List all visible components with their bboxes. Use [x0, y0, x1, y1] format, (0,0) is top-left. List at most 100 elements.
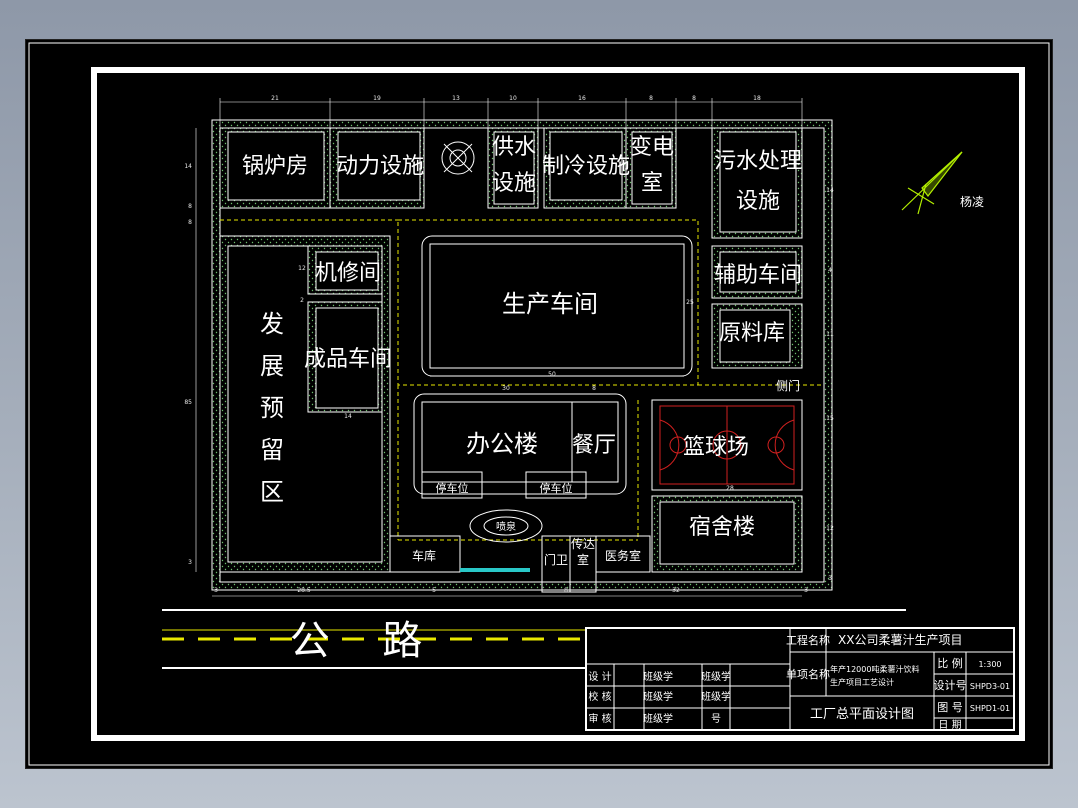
svg-text:11: 11: [826, 331, 834, 338]
north-arrow-icon: [901, 151, 963, 215]
row-3-id: 号: [711, 713, 721, 725]
svg-text:14: 14: [826, 187, 834, 194]
project-name-label: 工程名称: [786, 633, 830, 647]
row-1-role: 设 计: [588, 670, 611, 683]
row-3-name: 班级学: [643, 712, 673, 725]
svg-text:3: 3: [214, 587, 218, 594]
row-3-role: 审 核: [588, 712, 611, 725]
label-auxiliary-workshop: 辅助车间: [714, 263, 802, 288]
building-labels: 锅炉房 动力设施 供水 设施 制冷设施 变电 室 污水处理 设施 机修间 生产车…: [242, 135, 984, 664]
label-side-gate: 侧门: [776, 378, 800, 393]
item-name-label: 单项名称: [786, 667, 830, 681]
svg-text:8: 8: [649, 95, 653, 102]
dormitory-block: [651, 495, 803, 573]
svg-text:8: 8: [592, 385, 596, 392]
basketball-court-block: [651, 399, 803, 491]
svg-text:3: 3: [828, 575, 832, 582]
label-repair-shop: 机修间: [315, 261, 381, 286]
internal-roads: [220, 219, 824, 541]
label-dormitory: 宿舍楼: [689, 515, 755, 540]
site-plan-drawing: 锅炉房 动力设施 供水 设施 制冷设施 变电 室 污水处理 设施 机修间 生产车…: [28, 42, 1050, 766]
label-finished-goods: 成品车间: [304, 347, 392, 372]
label-canteen: 餐厅: [572, 433, 616, 458]
svg-text:8: 8: [188, 203, 192, 210]
label-clinic: 医务室: [605, 548, 641, 563]
label-water-supply-2: 设施: [492, 171, 536, 196]
svg-text:10: 10: [509, 95, 517, 102]
design-no-label: 设计号: [934, 679, 967, 692]
svg-text:21: 21: [271, 95, 279, 102]
svg-text:8: 8: [564, 587, 568, 594]
label-reserve-2: 展: [260, 352, 284, 380]
label-guard: 门卫: [544, 552, 568, 567]
svg-text:4: 4: [828, 267, 832, 274]
label-reception-2: 室: [577, 552, 589, 567]
svg-text:5: 5: [432, 587, 436, 594]
label-refrigeration: 制冷设施: [542, 154, 630, 179]
svg-text:15: 15: [826, 415, 834, 422]
label-road: 公 路: [290, 618, 443, 664]
label-basketball: 篮球场: [683, 435, 749, 460]
svg-text:16: 16: [578, 95, 586, 102]
left-column-buildings: [219, 235, 391, 573]
svg-text:3: 3: [188, 559, 192, 566]
parking-areas: [421, 471, 587, 499]
svg-text:14: 14: [344, 413, 352, 420]
title-block-text: 工程名称 XX公司柔薯汁生产项目 单项名称 年产12000吨柔薯汁饮料 生产项目…: [588, 633, 1010, 731]
outer-frame: [28, 42, 1050, 766]
top-row-buildings: [219, 127, 803, 239]
dimension-lines: [195, 98, 803, 597]
svg-text:19: 19: [373, 95, 381, 102]
public-road: [162, 609, 906, 669]
row-2-id: 班级学: [701, 690, 731, 703]
label-parking-2: 停车位: [540, 481, 573, 495]
label-garage: 车库: [412, 548, 436, 563]
scale-label: 比 例: [937, 656, 963, 670]
design-no-value: SHPD3-01: [970, 682, 1010, 691]
label-reserve-5: 区: [260, 478, 284, 506]
svg-text:13: 13: [452, 95, 460, 102]
svg-text:32: 32: [672, 587, 680, 594]
label-substation-1: 变电: [630, 135, 674, 160]
svg-text:8: 8: [692, 95, 696, 102]
svg-text:12: 12: [826, 525, 834, 532]
title-block: [585, 627, 1015, 731]
row-1-id: 班级学: [701, 670, 731, 683]
label-fountain: 喷泉: [496, 520, 516, 533]
row-2-name: 班级学: [643, 690, 673, 703]
label-substation-2: 室: [641, 171, 663, 196]
svg-text:8: 8: [188, 219, 192, 226]
date-label: 日 期: [938, 719, 961, 731]
svg-text:50: 50: [548, 371, 556, 378]
project-name: XX公司柔薯汁生产项目: [838, 633, 962, 647]
label-raw-material: 原料库: [719, 321, 785, 346]
svg-text:12: 12: [298, 265, 306, 272]
svg-text:18: 18: [753, 95, 761, 102]
svg-text:28.5: 28.5: [297, 587, 311, 594]
dimension-numbers: 21 19 13 10 16 8 8 18 14 8 8 85 3 3 28.5…: [184, 95, 834, 594]
svg-text:28: 28: [726, 485, 734, 492]
svg-text:2: 2: [300, 297, 304, 304]
label-water-supply-1: 供水: [492, 135, 536, 160]
label-production-workshop: 生产车间: [502, 290, 598, 318]
fountain-symbol: [469, 509, 543, 543]
office-block: [413, 393, 627, 495]
item-name-line1: 年产12000吨柔薯汁饮料: [830, 664, 919, 674]
drawing-no-value: SHPD1-01: [970, 704, 1010, 713]
right-column-buildings: [711, 245, 803, 369]
label-reception-1: 传达: [571, 536, 595, 551]
label-sewage-2: 设施: [736, 189, 780, 214]
label-compass: 杨凌: [960, 194, 984, 209]
drawing-no-label: 图 号: [937, 701, 963, 714]
label-power-facility: 动力设施: [336, 154, 424, 179]
row-1-name: 班级学: [643, 670, 673, 683]
item-name-line2: 生产项目工艺设计: [830, 677, 894, 687]
label-reserve-1: 发: [260, 310, 284, 338]
label-boiler-room: 锅炉房: [242, 154, 308, 179]
svg-text:3: 3: [804, 587, 808, 594]
label-reserve-4: 留: [260, 436, 284, 464]
svg-text:14: 14: [184, 163, 192, 170]
inner-frame: [91, 67, 1025, 741]
svg-text:85: 85: [184, 399, 192, 406]
water-tower-symbol: [441, 141, 475, 175]
